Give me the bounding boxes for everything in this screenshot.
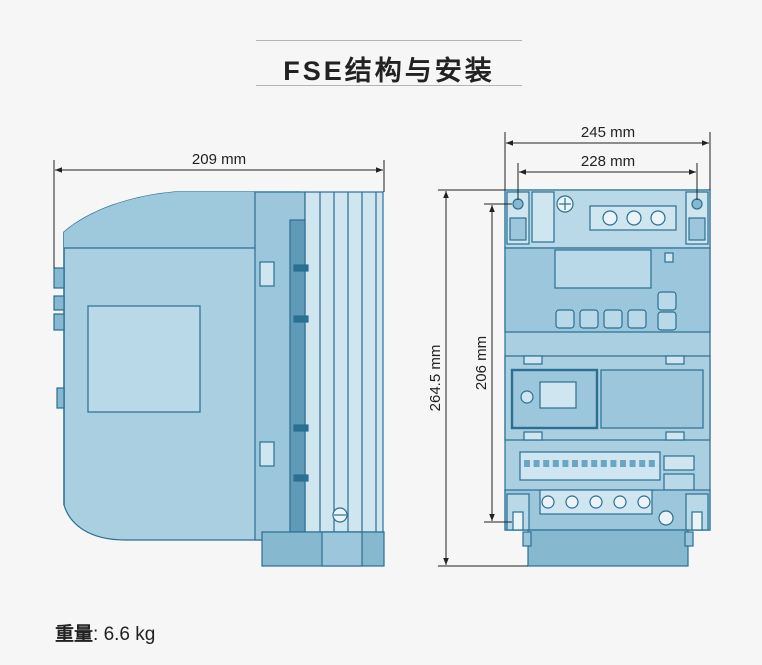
option-module-screw-icon <box>520 390 534 404</box>
front-inner-height-dimension: 206 mm <box>473 203 512 523</box>
front-view <box>504 189 711 567</box>
terminal-pin <box>639 460 646 467</box>
terminal-pin <box>600 460 607 467</box>
front-cable-block <box>527 529 689 567</box>
side-connector-2 <box>53 295 65 311</box>
control-terminal-pins <box>524 460 655 467</box>
cover-plate <box>600 369 704 429</box>
panel-key-4 <box>627 309 647 329</box>
mount-slot-bottom-right-icon <box>691 511 703 531</box>
side-latch-bottom <box>259 441 275 467</box>
terminal-screw-3-icon <box>650 210 666 226</box>
side-label-panel <box>87 305 201 413</box>
power-screw-3-icon <box>589 495 603 509</box>
front-outer-height-label: 264.5 mm <box>427 345 444 412</box>
front-inner-height-label: 206 mm <box>473 336 490 390</box>
mount-hole-top-right-icon <box>691 198 703 210</box>
side-width-dimension: 209 mm <box>53 151 385 268</box>
weight-separator: : <box>93 624 104 645</box>
side-width-label: 209 mm <box>192 151 246 168</box>
panel-key-1 <box>555 309 575 329</box>
title-block: FSE结构与安装 <box>256 40 522 86</box>
side-connector-3 <box>53 313 65 331</box>
page-title: FSE结构与安装 <box>283 56 495 86</box>
side-view <box>53 191 385 567</box>
terminal-screw-2-icon <box>626 210 642 226</box>
terminal-pin <box>629 460 636 467</box>
terminal-pin <box>648 460 655 467</box>
front-outer-height-dimension: 264.5 mm <box>427 189 528 567</box>
side-latch-top <box>259 261 275 287</box>
side-connector-4 <box>56 387 65 409</box>
control-terminal-strip <box>519 451 661 481</box>
power-screw-4-icon <box>613 495 627 509</box>
front-outer-width-label: 245 mm <box>581 124 635 141</box>
power-screw-5-icon <box>637 495 651 509</box>
panel-key-3 <box>603 309 623 329</box>
weight-label: 重量 <box>55 624 94 645</box>
terminal-pin <box>610 460 617 467</box>
front-outer-width-dimension: 245 mm <box>504 124 711 190</box>
title-bottom-rule <box>256 85 522 86</box>
terminal-pin <box>533 460 540 467</box>
panel-key-2 <box>579 309 599 329</box>
side-housing-top-face <box>64 192 278 248</box>
mount-slot-bottom-left-icon <box>512 511 524 531</box>
terminal-pin <box>572 460 578 467</box>
panel-key-6 <box>657 311 677 331</box>
front-inner-width-label: 228 mm <box>581 153 635 170</box>
power-ground-icon <box>658 510 674 526</box>
weight-value: 6.6 kg <box>103 624 156 645</box>
side-heatsink <box>304 191 384 533</box>
power-screw-2-icon <box>565 495 579 509</box>
display-screen <box>554 249 652 289</box>
terminal-screw-1-icon <box>602 210 618 226</box>
title-top-rule <box>256 40 522 41</box>
terminal-pin <box>620 460 626 467</box>
terminal-pin <box>591 460 598 467</box>
terminal-pin <box>562 460 569 467</box>
weight-line: 重量: 6.6 kg <box>55 619 155 646</box>
panel-key-5 <box>657 291 677 311</box>
power-screw-1-icon <box>541 495 555 509</box>
side-connector-1 <box>53 267 65 289</box>
terminal-pin <box>543 460 550 467</box>
terminal-pin <box>524 460 530 467</box>
terminal-pin <box>552 460 559 467</box>
front-inner-width-dimension: 228 mm <box>517 153 698 200</box>
terminal-pin <box>581 460 588 467</box>
mount-hole-top-left-icon <box>512 198 524 210</box>
